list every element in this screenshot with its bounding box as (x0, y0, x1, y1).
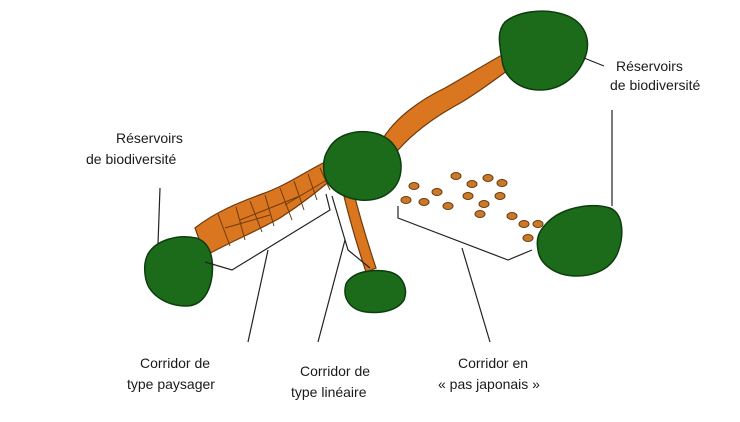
label-corridor-paysager: Corridor de type paysager (127, 355, 215, 392)
reservoir-top-right (499, 11, 587, 90)
stepping-stone (451, 173, 461, 180)
stepping-stone (519, 221, 529, 228)
stepping-stone (475, 211, 485, 218)
stepping-stone (443, 203, 453, 210)
label-corridor-pas-japonais: Corridor en « pas japonais » (438, 355, 540, 392)
stepping-stone (432, 189, 442, 196)
reservoir-center (324, 132, 401, 201)
stepping-stone (483, 175, 493, 182)
stepping-stone (523, 235, 533, 242)
label-corridor-lineaire: Corridor de type linéaire (291, 363, 374, 400)
reservoir-right (537, 206, 622, 276)
reservoir-bottom-small (345, 271, 405, 313)
stepping-stone (495, 193, 505, 200)
reservoir-left (145, 237, 213, 306)
stepping-stone (409, 183, 419, 190)
stepping-stone (533, 221, 543, 228)
stepping-stone (467, 181, 477, 188)
stepping-stone (507, 213, 517, 220)
stepping-stone (463, 193, 473, 200)
landscape-corridor (195, 162, 340, 256)
stepping-stone (401, 197, 411, 204)
label-reservoir-left: Réservoirs de biodiversité (86, 130, 187, 167)
stepping-stone (419, 199, 429, 206)
stepping-stones (401, 173, 543, 242)
stepping-stone (479, 201, 489, 208)
upper-corridor (382, 48, 522, 150)
stepping-stone (497, 180, 507, 187)
label-reservoir-top-right: Réservoirs de biodiversité (610, 58, 700, 93)
